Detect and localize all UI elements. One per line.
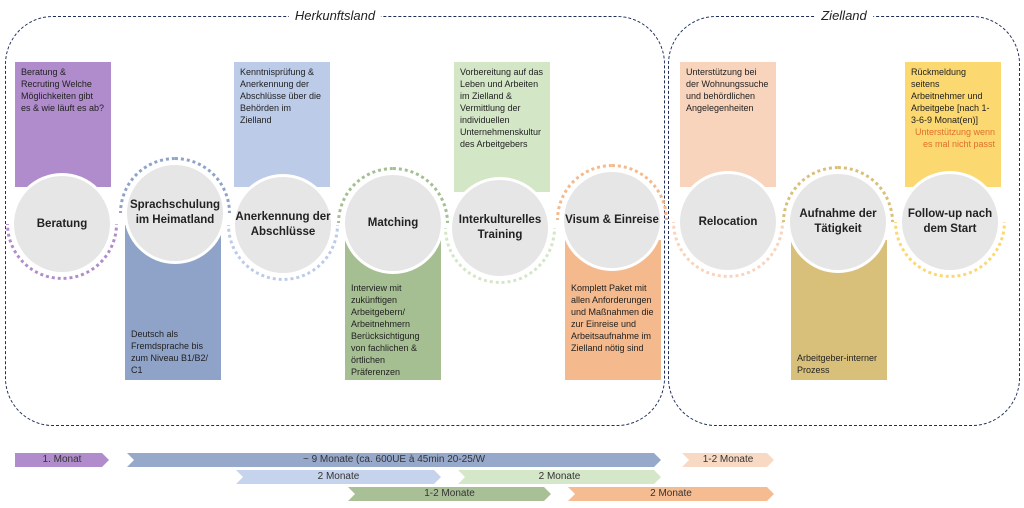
step-circle: Aufnahme der Tätigkeit xyxy=(790,174,886,270)
step-description-box: Beratung & Recruting Welche Möglichkeite… xyxy=(15,62,111,187)
timeline-bar: 1. Monat xyxy=(15,453,109,467)
step-description: Komplett Paket mit allen Anforderungen u… xyxy=(571,283,654,353)
target-label: Zielland xyxy=(815,8,873,23)
step-circle: Sprachschulung im Heimatland xyxy=(127,165,223,261)
step-description-box: Vorbereitung auf das Leben und Arbeiten … xyxy=(454,62,550,192)
step-title: Visum & Einreise xyxy=(565,213,659,226)
target-region: Zielland xyxy=(668,8,1020,426)
timeline-bar: 1-2 Monate xyxy=(682,453,774,467)
step-description: Arbeitgeber-interner Prozess xyxy=(797,353,878,375)
step-description: Rückmeldung seitens Arbeitnehmer und Arb… xyxy=(911,67,990,125)
step-description: Deutsch als Fremdsprache bis zum Niveau … xyxy=(131,329,209,375)
timeline-bar: 2 Monate xyxy=(236,470,441,484)
step-circle: Interkulturelles Training xyxy=(452,180,548,276)
step-title: Relocation xyxy=(698,215,758,228)
step-description: Beratung & Recruting Welche Möglichkeite… xyxy=(21,67,105,113)
step-title: Follow-up nach dem Start xyxy=(907,208,993,235)
origin-label: Herkunftsland xyxy=(288,8,382,23)
timeline-bar: ~ 9 Monate (ca. 600UE à 45min 20-25/W xyxy=(127,453,661,467)
timeline-bar: 1-2 Monate xyxy=(348,487,551,501)
step-description: Vorbereitung auf das Leben und Arbeiten … xyxy=(460,67,544,149)
step-circle: Relocation xyxy=(680,174,776,270)
step-title: Sprachschulung im Heimatland xyxy=(129,199,221,226)
origin-region: Herkunftsland xyxy=(5,8,665,426)
step-description: Kenntnisprüfung & Anerkennung der Abschl… xyxy=(240,67,322,125)
step-title: Aufnahme der Tätigkeit xyxy=(799,208,877,235)
step-circle: Anerkennung der Abschlüsse xyxy=(235,177,331,273)
step-title: Beratung xyxy=(36,217,88,230)
step-circle: Beratung xyxy=(14,176,110,272)
timeline-bar: 2 Monate xyxy=(458,470,661,484)
step-description: Interview mit zukünftigen Arbeitgebern/ … xyxy=(351,283,420,377)
step-description-box: Interview mit zukünftigen Arbeitgebern/ … xyxy=(345,240,441,380)
step-circle: Follow-up nach dem Start xyxy=(902,174,998,270)
step-title: Matching xyxy=(367,216,419,229)
step-title: Interkulturelles Training xyxy=(458,214,542,241)
step-title: Anerkennung der Abschlüsse xyxy=(235,211,331,238)
step-note: Unterstützung wenn es mal nicht passt xyxy=(914,127,995,149)
step-description-box: Unterstützung bei der Wohnungssuche und … xyxy=(680,62,776,187)
step-description-box: Rückmeldung seitens Arbeitnehmer und Arb… xyxy=(905,62,1001,187)
step-circle: Matching xyxy=(345,175,441,271)
timeline-bar: 2 Monate xyxy=(568,487,774,501)
step-description-box: Kenntnisprüfung & Anerkennung der Abschl… xyxy=(234,62,330,187)
step-description: Unterstützung bei der Wohnungssuche und … xyxy=(686,67,769,113)
step-circle: Visum & Einreise xyxy=(564,172,660,268)
